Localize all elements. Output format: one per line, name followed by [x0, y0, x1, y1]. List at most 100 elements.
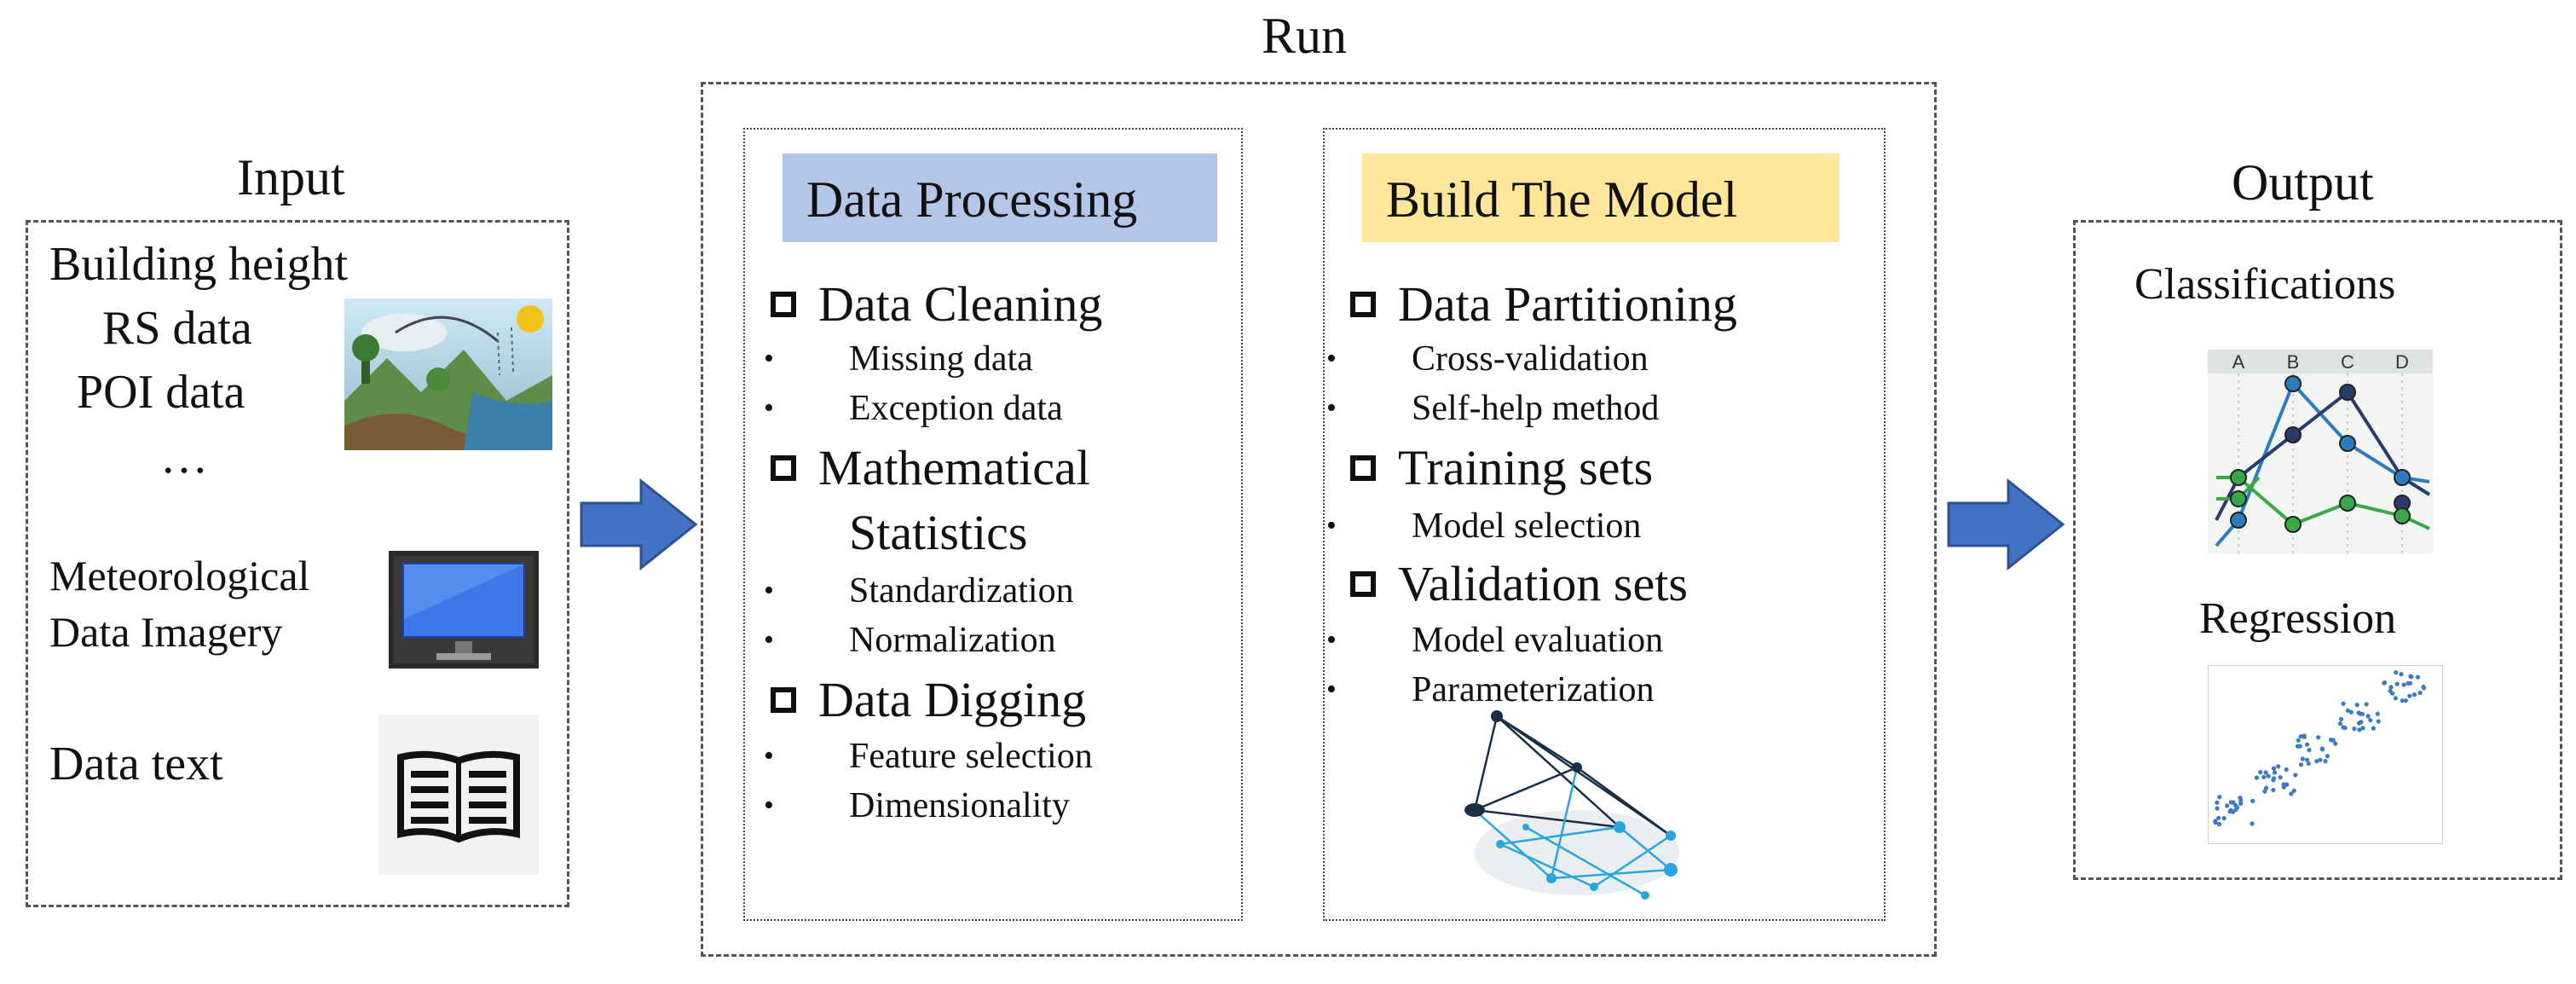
scatter-point: [2302, 733, 2307, 738]
scatter-point: [2215, 806, 2220, 811]
checkbox-icon: [1350, 291, 1376, 317]
arrow-run-to-output: [1947, 478, 2065, 571]
scatter-point: [2316, 735, 2321, 740]
scatter-point: [2254, 775, 2259, 780]
scatter-point: [2360, 726, 2365, 731]
scatter-point: [2216, 815, 2221, 820]
input-meteo-line2: Data Imagery: [49, 608, 283, 656]
scatter-point: [2298, 734, 2303, 739]
arrow-input-to-run: [580, 478, 698, 571]
scatter-point: [2394, 681, 2400, 686]
scatter-point: [2354, 703, 2359, 708]
output-title: Output: [2232, 154, 2374, 211]
scatter-point: [2304, 742, 2310, 747]
scatter-plot-icon: [2208, 665, 2443, 844]
scatter-point: [2216, 821, 2222, 827]
checkbox-icon: [1350, 454, 1376, 481]
group-label: Training sets: [1398, 440, 1654, 495]
scatter-point: [2258, 770, 2263, 775]
scatter-point: [2357, 727, 2362, 732]
scatter-point: [2345, 708, 2350, 713]
scatter-point: [2227, 809, 2232, 814]
scatter-point: [2421, 684, 2426, 690]
scatter-point: [2300, 756, 2305, 761]
scatter-point: [2250, 821, 2255, 826]
group-label-line2: Statistics: [849, 505, 1028, 560]
scatter-point: [2266, 773, 2271, 779]
scatter-point: [2250, 798, 2255, 803]
scatter-point: [2304, 757, 2310, 762]
item-missing-data: Missing data: [764, 341, 1033, 377]
scatter-point: [2278, 775, 2283, 780]
scatter-point: [2215, 800, 2220, 805]
scatter-point: [2333, 741, 2338, 746]
classifications-label: Classifications: [2134, 260, 2396, 309]
scatter-point: [2400, 698, 2405, 703]
chart-col-d: D: [2395, 351, 2409, 373]
scatter-point: [2271, 776, 2277, 781]
item-normalization: Normalization: [764, 622, 1055, 658]
input-ellipsis: …: [160, 431, 208, 483]
group-data-partitioning: Data Partitioning: [1350, 280, 1737, 329]
scatter-point: [2409, 674, 2414, 680]
group-validation-sets: Validation sets: [1350, 559, 1688, 609]
scatter-point: [2411, 692, 2417, 697]
item-self-help-method: Self-help method: [1326, 391, 1660, 426]
output-box: [2073, 220, 2562, 880]
scatter-point: [2271, 766, 2277, 771]
scatter-point: [2271, 787, 2276, 793]
book-icon: [378, 715, 539, 875]
scatter-point: [2307, 748, 2312, 753]
scatter-point: [2318, 757, 2323, 762]
scatter-point: [2233, 807, 2238, 813]
group-data-digging: Data Digging: [771, 675, 1086, 725]
scatter-point: [2415, 674, 2421, 680]
group-data-cleaning: Data Cleaning: [771, 280, 1102, 329]
scatter-point: [2263, 770, 2268, 775]
scatter-point: [2314, 759, 2319, 764]
scatter-point: [2375, 711, 2380, 716]
scatter-point: [2276, 764, 2281, 769]
scatter-point: [2376, 719, 2381, 724]
scatter-point: [2417, 690, 2423, 696]
scatter-point: [2342, 726, 2348, 731]
scatter-point: [2284, 767, 2289, 773]
scatter-point: [2306, 761, 2311, 767]
scatter-point: [2352, 726, 2357, 732]
group-label: Data Partitioning: [1398, 276, 1737, 332]
input-title: Input: [237, 149, 345, 205]
processing-panel: [743, 128, 1243, 921]
scatter-point: [2228, 800, 2233, 805]
network-graph-icon: [1464, 710, 1679, 900]
regression-label: Regression: [2199, 594, 2397, 643]
scatter-point: [2293, 773, 2298, 778]
scatter-point: [2401, 682, 2406, 687]
item-cross-validation: Cross-validation: [1326, 341, 1649, 377]
scatter-point: [2325, 754, 2330, 759]
scatter-point: [2323, 759, 2328, 764]
item-parameterization: Parameterization: [1326, 672, 1654, 708]
group-label: Data Digging: [818, 672, 1087, 727]
checkbox-icon: [1350, 570, 1376, 597]
scatter-point: [2348, 709, 2354, 715]
chart-col-a: A: [2232, 351, 2245, 373]
input-rs-data: RS data: [102, 302, 252, 355]
scatter-point: [2399, 672, 2404, 677]
scatter-point: [2272, 770, 2278, 775]
input-data-text: Data text: [49, 738, 223, 790]
scatter-point: [2281, 784, 2286, 790]
scatter-point: [2390, 691, 2395, 696]
landscape-image-icon: [344, 298, 552, 450]
item-model-evaluation: Model evaluation: [1326, 622, 1663, 658]
scatter-point: [2393, 696, 2398, 701]
line-chart-icon: A B C D: [2208, 350, 2433, 554]
scatter-point: [2356, 710, 2361, 715]
processing-header: Data Processing: [806, 171, 1138, 228]
scatter-point: [2289, 791, 2294, 796]
scatter-point: [2221, 816, 2227, 821]
scatter-point: [2298, 762, 2304, 767]
scatter-point: [2371, 726, 2376, 731]
chart-col-c: C: [2341, 351, 2354, 373]
scatter-point: [2238, 801, 2244, 807]
model-header-bg: [1362, 153, 1840, 242]
